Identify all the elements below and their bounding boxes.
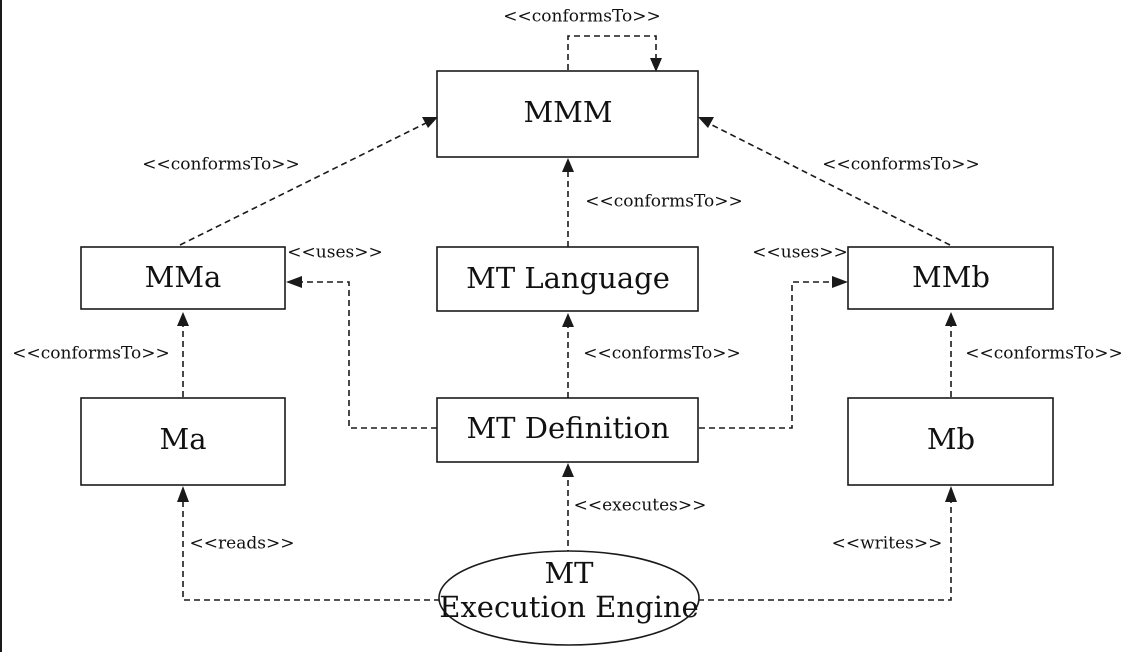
label-mma-conforms-mmm: <<conformsTo>>: [142, 155, 299, 175]
arrowhead-uses-mma: [286, 276, 302, 288]
node-mmm: [436, 70, 699, 158]
edge-engine-reads-ma: [182, 500, 440, 601]
node-mt-execution-engine: [438, 550, 700, 646]
edge-engine-writes-mb: [698, 500, 952, 601]
node-mb-label: Mb: [927, 422, 975, 456]
label-mmb-conforms-mmm: <<conformsTo>>: [822, 155, 979, 175]
node-engine-label-line1: MT: [544, 556, 594, 590]
arrowhead-reads: [177, 486, 189, 502]
node-mt-language: [436, 246, 699, 312]
label-definition-conforms-language: <<conformsTo>>: [583, 344, 740, 364]
label-mmm-self-conforms: <<conformsTo>>: [503, 7, 660, 27]
edge-definition-uses-mma: [300, 281, 437, 429]
edge-mma-to-mmm: [179, 121, 429, 246]
node-engine-label-line2: Execution Engine: [439, 590, 698, 624]
node-mt-definition-label: MT Definition: [466, 411, 669, 445]
arrowhead-mma-to-mmm: [422, 117, 438, 128]
label-language-conforms-mmm: <<conformsTo>>: [585, 192, 742, 212]
label-writes: <<writes>>: [832, 534, 943, 554]
arrowhead-mb-to-mmb: [945, 312, 957, 326]
edge-mmm-self-conforms: [567, 35, 657, 70]
node-mma: [80, 246, 286, 310]
node-mmm-label: MMM: [523, 95, 612, 129]
node-mt-definition: [436, 397, 699, 463]
node-mmb: [847, 246, 1054, 310]
label-ma-conforms-mma: <<conformsTo>>: [12, 344, 169, 364]
node-mma-label: MMa: [145, 260, 222, 294]
arrowhead-language-to-mmm: [562, 158, 574, 172]
label-uses-mmb: <<uses>>: [752, 243, 847, 263]
label-executes: <<executes>>: [574, 496, 707, 516]
arrowhead-executes: [562, 463, 574, 477]
arrowhead-ma-to-mma: [177, 312, 189, 326]
label-reads: <<reads>>: [190, 534, 295, 554]
node-ma-label: Ma: [160, 422, 207, 456]
arrowhead-mmb-to-mmm: [698, 117, 714, 128]
arrowhead-definition-to-language: [562, 313, 574, 327]
node-ma: [80, 397, 286, 486]
edge-mmb-to-mmm: [705, 121, 951, 246]
edge-definition-uses-mmb: [699, 281, 834, 429]
arrowhead-writes: [945, 486, 957, 502]
label-uses-mma: <<uses>>: [287, 243, 382, 263]
arrowhead-mmm-self: [650, 58, 662, 72]
arrowhead-uses-mmb: [832, 276, 848, 288]
node-mb: [847, 397, 1054, 486]
node-mt-language-label: MT Language: [466, 261, 670, 295]
label-mb-conforms-mmb: <<conformsTo>>: [965, 344, 1122, 364]
node-mmb-label: MMb: [912, 260, 990, 294]
